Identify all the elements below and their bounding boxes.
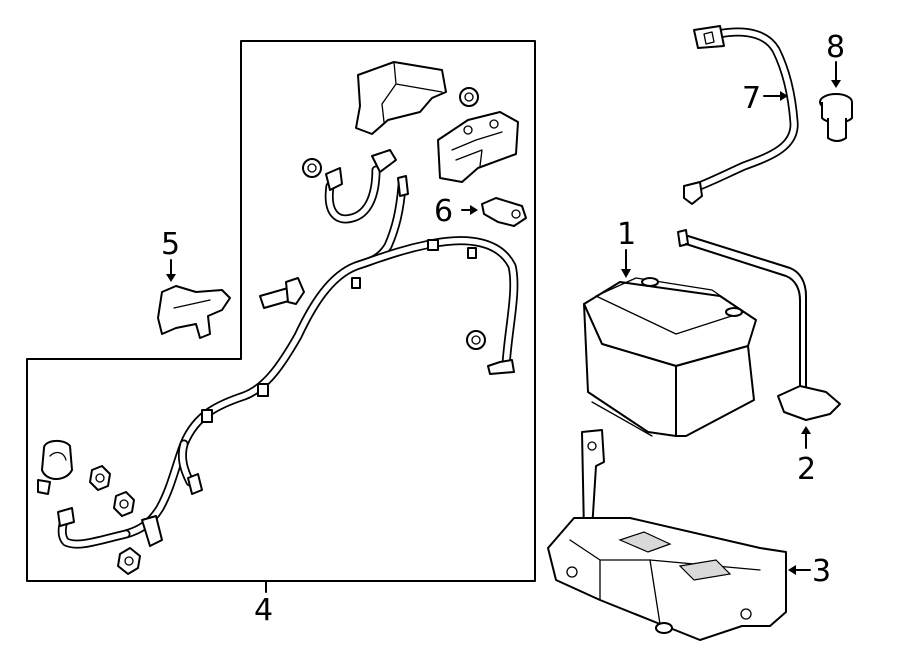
callout-7-label: 7: [742, 81, 761, 116]
part-7-cable: [683, 25, 799, 205]
callout-8-label: 8: [826, 30, 845, 65]
part-8-fastener: [819, 61, 853, 142]
battery-harness: [37, 61, 519, 575]
callout-1-label: 1: [617, 217, 636, 252]
callout-6-label: 6: [434, 194, 453, 229]
part-1-battery: [583, 249, 757, 437]
part-3-tray: [547, 429, 811, 641]
callout-5-label: 5: [161, 227, 180, 262]
callout-2-label: 2: [797, 452, 816, 487]
group-4-frame: [26, 40, 536, 582]
callout-4-label: 4: [254, 593, 273, 628]
part-2-holddown: [677, 229, 841, 449]
part-5-bracket: [157, 259, 231, 339]
callout-3-label: 3: [812, 554, 831, 589]
part-6-clip: [461, 197, 527, 227]
